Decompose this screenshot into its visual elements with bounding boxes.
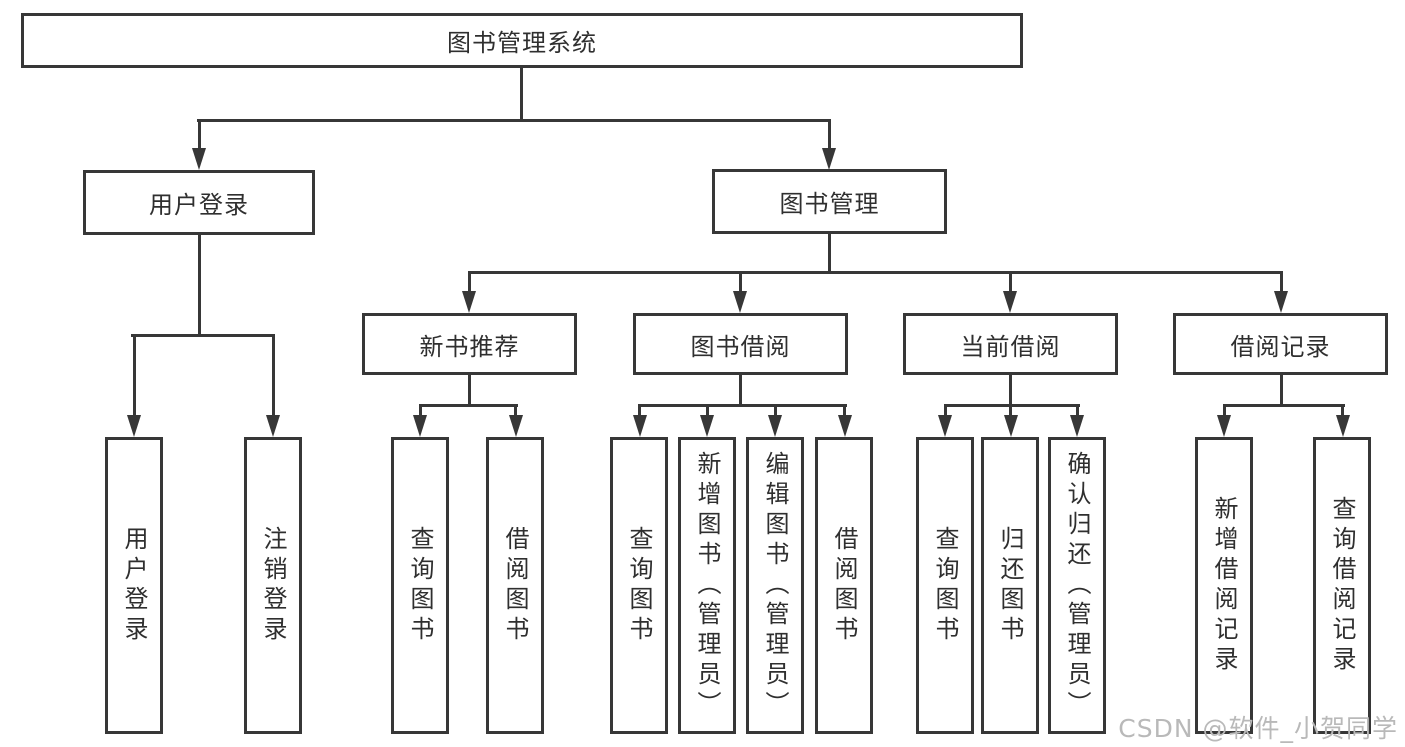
connector-line [514, 404, 517, 418]
arrow-down-icon [1003, 291, 1017, 313]
connector-line [1009, 374, 1012, 406]
leaf-edit-book-admin: 编辑图书（管理员） [746, 437, 804, 734]
node-borrow-records: 借阅记录 [1173, 313, 1388, 375]
watermark: CSDN @软件_小贺同学 [1118, 714, 1398, 743]
connector-line [419, 404, 518, 407]
node-label: 归还图书 [996, 525, 1024, 646]
arrow-down-icon [822, 148, 836, 170]
leaf-query-borrow-record: 查询借阅记录 [1313, 437, 1371, 734]
node-label: 图书管理系统 [447, 29, 597, 57]
node-book-borrow: 图书借阅 [633, 313, 848, 375]
leaf-add-book-admin: 新增图书（管理员） [678, 437, 736, 734]
node-new-book-recommend: 新书推荐 [362, 313, 577, 375]
leaf-query-books-1: 查询图书 [391, 437, 449, 734]
node-label: 查询图书 [931, 525, 959, 646]
arrow-down-icon [462, 291, 476, 313]
node-label: 新增借阅记录 [1210, 495, 1238, 676]
connector-line [1223, 404, 1345, 407]
connector-line [520, 68, 523, 121]
arrow-down-icon [509, 415, 523, 437]
node-label: 新书推荐 [419, 332, 520, 361]
leaf-return-book: 归还图书 [981, 437, 1039, 734]
node-current-borrow: 当前借阅 [903, 313, 1118, 375]
connector-line [1341, 404, 1344, 418]
arrow-down-icon [1336, 415, 1350, 437]
node-label: 图书管理 [779, 190, 880, 218]
connector-line [1280, 271, 1283, 295]
connector-line [1009, 404, 1012, 418]
connector-line [739, 375, 742, 406]
leaf-logout: 注销登录 [244, 437, 302, 734]
connector-line [828, 119, 831, 152]
node-label: 确认归还（管理员） [1063, 450, 1091, 721]
connector-line [739, 271, 742, 295]
leaf-add-borrow-record: 新增借阅记录 [1195, 437, 1253, 734]
connector-line [468, 271, 1282, 274]
connector-line [1009, 271, 1012, 295]
connector-line [198, 119, 201, 152]
arrow-down-icon [768, 415, 782, 437]
connector-line [198, 235, 201, 336]
node-label: 用户登录 [149, 191, 249, 219]
node-label: 查询借阅记录 [1328, 495, 1356, 676]
leaf-query-books-2: 查询图书 [610, 437, 668, 734]
node-label: 图书借阅 [690, 332, 791, 361]
connector-line [944, 404, 1080, 407]
node-label: 查询图书 [625, 525, 653, 646]
arrow-down-icon [127, 415, 141, 437]
leaf-borrow-books-1: 借阅图书 [486, 437, 544, 734]
node-label: 编辑图书（管理员） [761, 450, 789, 721]
node-label: 查询图书 [406, 525, 434, 646]
leaf-user-login: 用户登录 [105, 437, 163, 734]
arrow-down-icon [413, 415, 427, 437]
node-label: 借阅图书 [830, 525, 858, 646]
arrow-down-icon [1070, 415, 1084, 437]
arrow-down-icon [733, 291, 747, 313]
node-label: 用户登录 [120, 525, 148, 646]
connector-line [1223, 404, 1226, 418]
arrow-down-icon [838, 415, 852, 437]
connector-line [843, 404, 846, 418]
connector-line [272, 334, 275, 419]
arrow-down-icon [700, 415, 714, 437]
connector-line [944, 404, 947, 418]
connector-line [133, 334, 136, 419]
connector-line [1280, 375, 1283, 406]
node-label: 当前借阅 [960, 332, 1061, 361]
connector-line [197, 119, 831, 122]
node-label: 借阅图书 [501, 525, 529, 646]
arrow-down-icon [1217, 415, 1231, 437]
arrow-down-icon [192, 148, 206, 170]
leaf-borrow-books-2: 借阅图书 [815, 437, 873, 734]
connector-line [638, 404, 641, 418]
connector-line [828, 233, 831, 274]
connector-line [1076, 404, 1079, 418]
leaf-confirm-return-admin: 确认归还（管理员） [1048, 437, 1106, 734]
arrow-down-icon [1274, 291, 1288, 313]
arrow-down-icon [633, 415, 647, 437]
connector-line [706, 404, 709, 418]
node-root: 图书管理系统 [21, 13, 1023, 68]
connector-line [774, 404, 777, 418]
node-book-management: 图书管理 [712, 169, 947, 234]
node-label: 注销登录 [259, 525, 287, 646]
arrow-down-icon [266, 415, 280, 437]
connector-line [468, 271, 471, 295]
node-user-login: 用户登录 [83, 170, 315, 235]
node-label: 新增图书（管理员） [693, 450, 721, 721]
arrow-down-icon [1004, 415, 1018, 437]
arrow-down-icon [938, 415, 952, 437]
connector-line [419, 404, 422, 418]
leaf-query-books-3: 查询图书 [916, 437, 974, 734]
connector-line [131, 334, 274, 337]
connector-line [638, 404, 847, 407]
node-label: 借阅记录 [1230, 332, 1331, 361]
connector-line [468, 375, 471, 406]
